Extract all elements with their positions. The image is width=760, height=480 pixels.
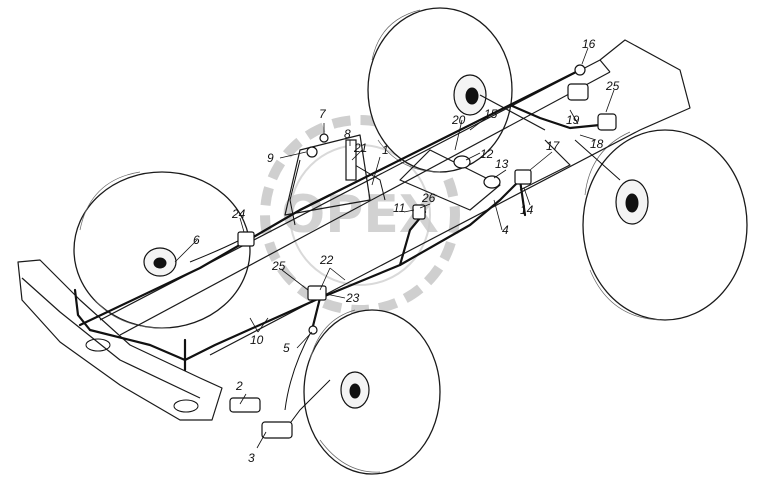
chassis-frame bbox=[99, 39, 691, 356]
callout-16: 16 bbox=[582, 37, 596, 51]
callout-3: 3 bbox=[248, 451, 255, 465]
front-right-wheel bbox=[303, 309, 441, 475]
connector-23 bbox=[307, 285, 327, 301]
callout-22: 22 bbox=[319, 253, 334, 267]
callout-7: 7 bbox=[319, 107, 327, 121]
front-bumper bbox=[17, 259, 223, 421]
plate-8 bbox=[345, 139, 357, 181]
bolt-7 bbox=[319, 133, 329, 143]
rear-left-wheel bbox=[367, 7, 513, 173]
connector-rear-right bbox=[597, 113, 617, 131]
callout-25b: 25 bbox=[605, 79, 620, 93]
callout-17: 17 bbox=[546, 139, 561, 153]
plug-5 bbox=[308, 325, 318, 335]
callout-labels: 1 2 3 4 5 6 7 8 9 10 11 12 13 14 15 16 1… bbox=[193, 37, 620, 465]
callout-23: 23 bbox=[345, 291, 360, 305]
connector-24 bbox=[237, 231, 255, 247]
leader-lines bbox=[174, 47, 615, 449]
callout-26: 26 bbox=[421, 191, 436, 205]
bracket-12 bbox=[453, 155, 471, 169]
callout-6: 6 bbox=[193, 233, 200, 247]
valve-2 bbox=[229, 397, 261, 413]
plug-16 bbox=[574, 64, 586, 76]
callout-20: 20 bbox=[451, 113, 466, 127]
switch-26 bbox=[412, 204, 426, 220]
callout-25a: 25 bbox=[271, 259, 286, 273]
components bbox=[229, 64, 617, 439]
callout-12: 12 bbox=[480, 147, 494, 161]
callout-8: 8 bbox=[344, 127, 351, 141]
callout-14: 14 bbox=[520, 203, 534, 217]
callout-24: 24 bbox=[231, 207, 246, 221]
rear-right-wheel bbox=[582, 129, 748, 321]
sensor-rear-left bbox=[567, 83, 589, 101]
callout-15: 15 bbox=[484, 107, 498, 121]
callout-1: 1 bbox=[382, 143, 389, 157]
front-left-wheel bbox=[73, 171, 251, 329]
callout-18: 18 bbox=[590, 137, 604, 151]
callout-10: 10 bbox=[250, 333, 264, 347]
callout-4: 4 bbox=[502, 223, 509, 237]
callout-19: 19 bbox=[566, 113, 580, 127]
callout-21: 21 bbox=[353, 141, 367, 155]
callout-9: 9 bbox=[267, 151, 274, 165]
connector-17 bbox=[514, 169, 532, 185]
sensor-13 bbox=[483, 175, 501, 189]
callout-5: 5 bbox=[283, 341, 290, 355]
bolt-9 bbox=[306, 146, 318, 158]
callout-11: 11 bbox=[393, 201, 405, 215]
callout-2: 2 bbox=[235, 379, 243, 393]
callout-13: 13 bbox=[495, 157, 509, 171]
plug-3 bbox=[261, 421, 293, 439]
